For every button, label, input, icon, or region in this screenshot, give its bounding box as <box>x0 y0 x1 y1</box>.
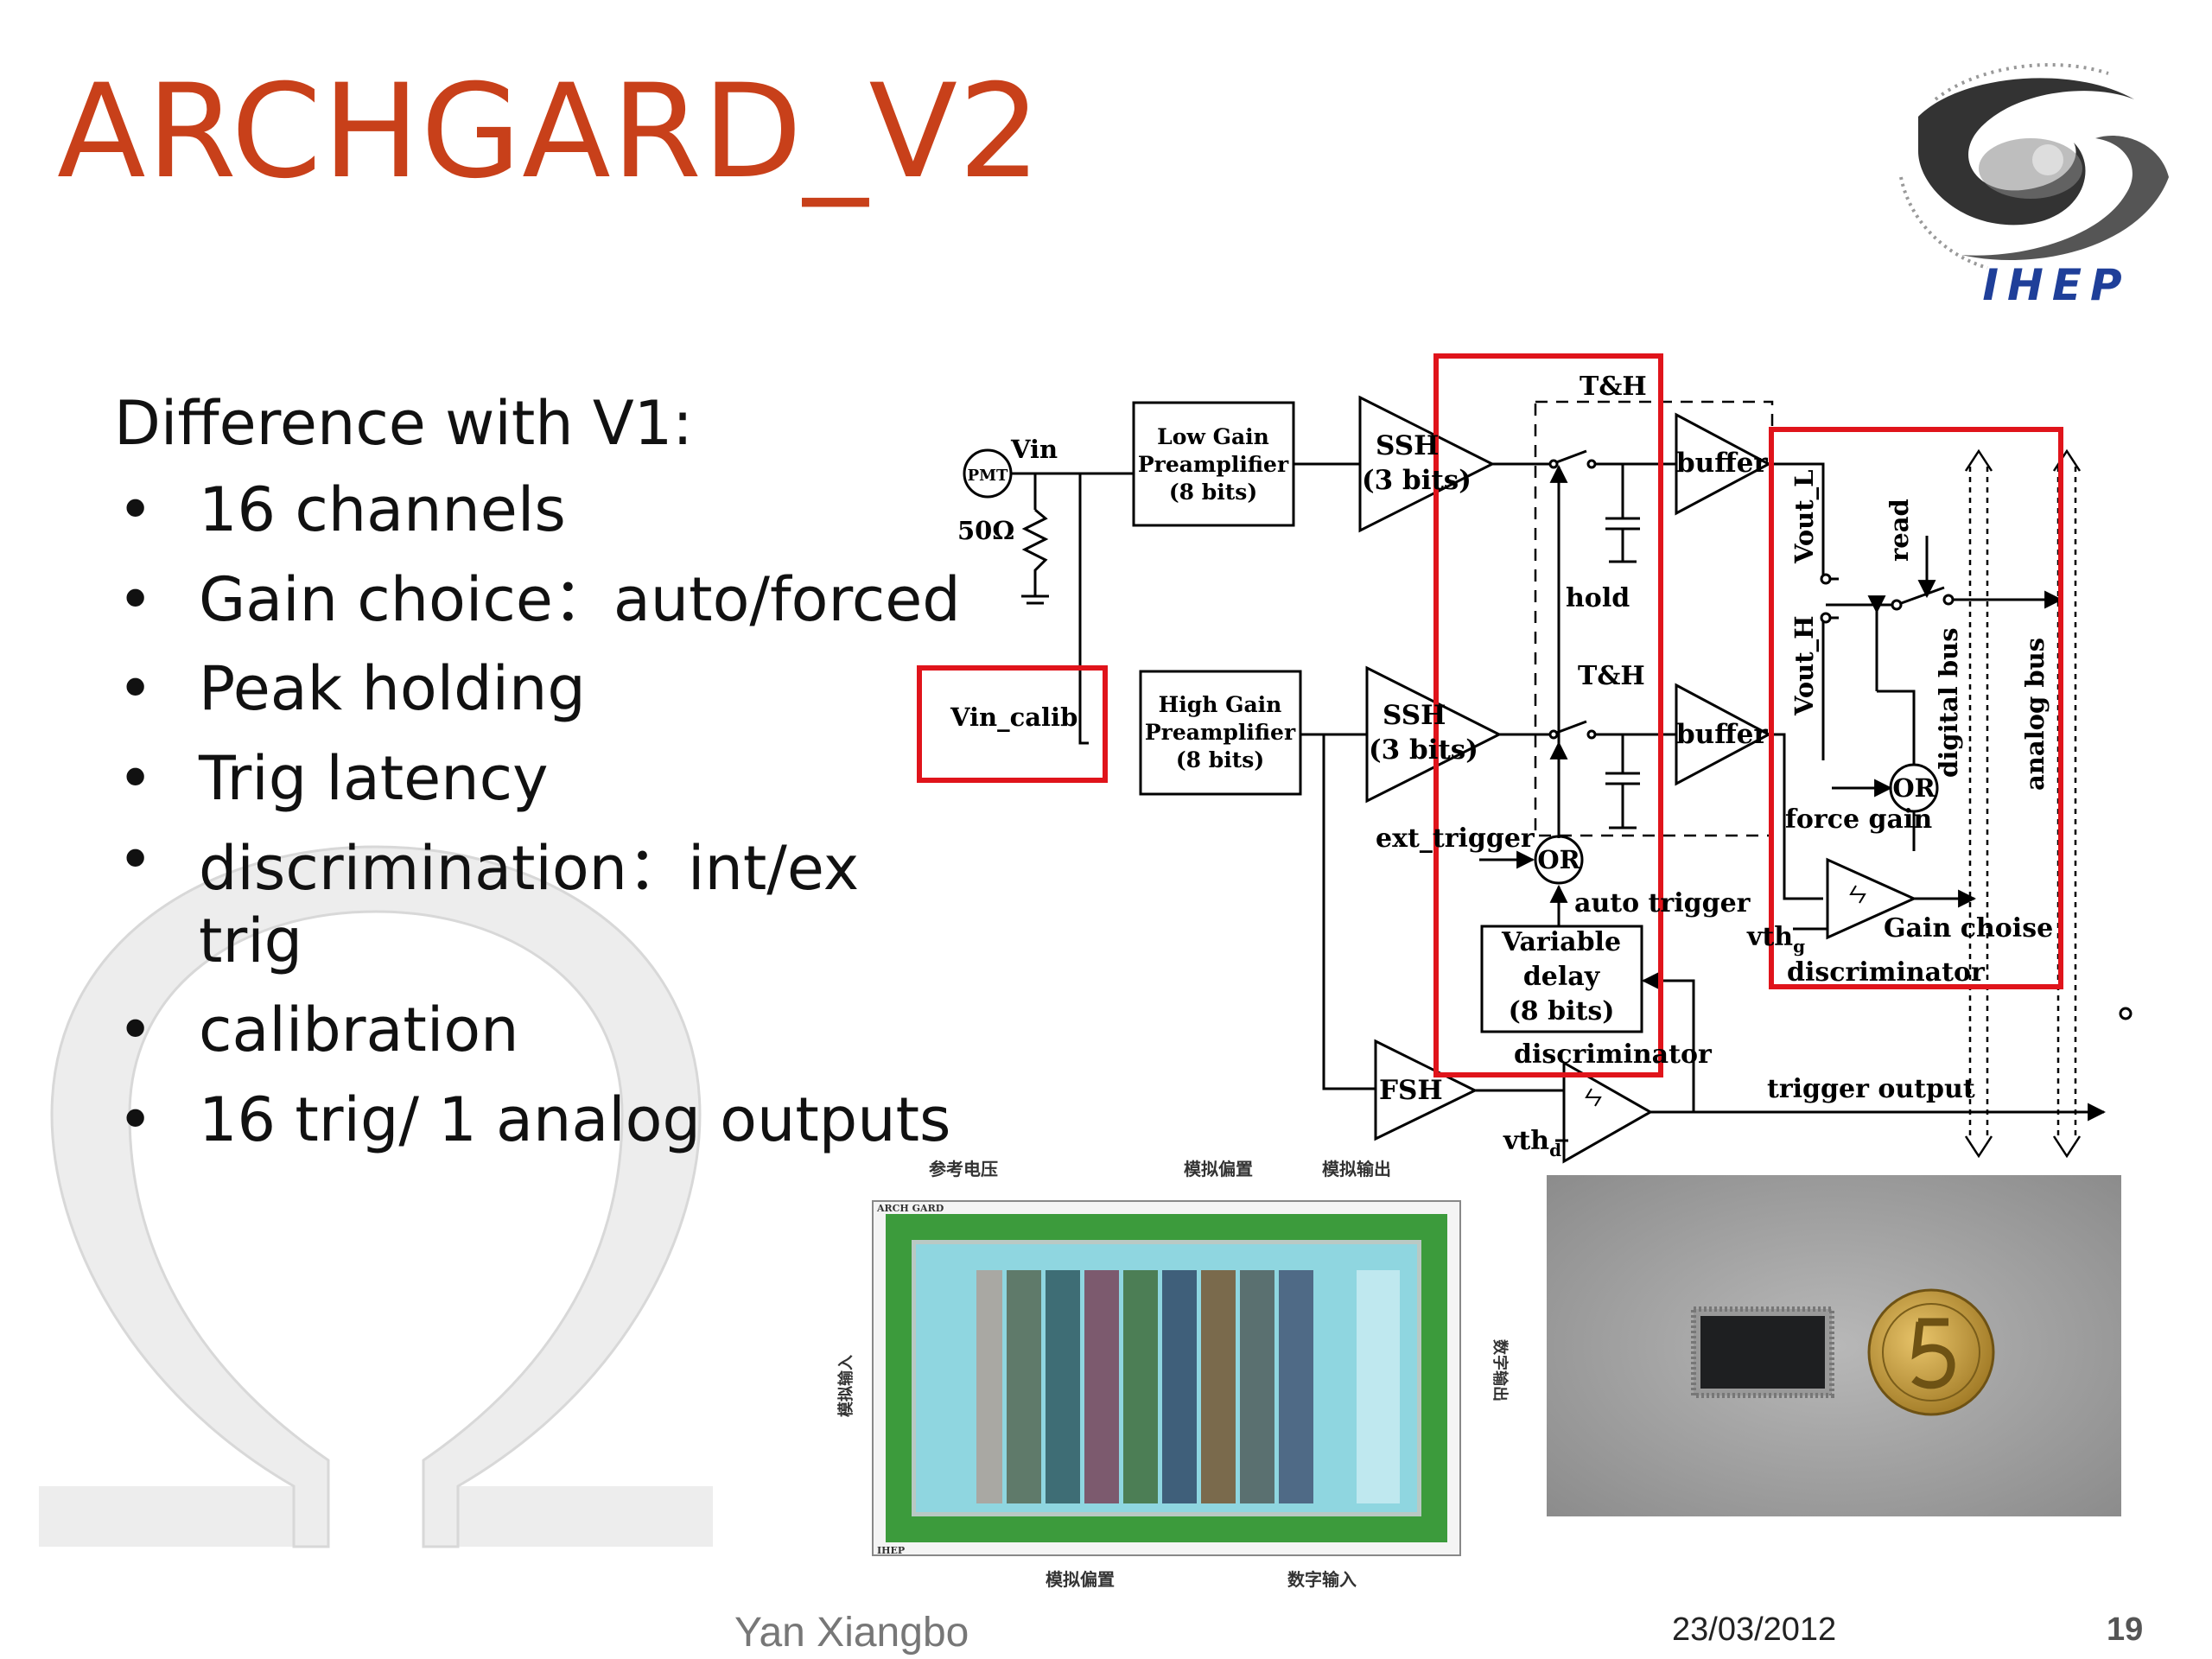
vthg-label: vthg <box>1746 922 1805 957</box>
buffer-bottom <box>1675 683 1772 786</box>
or-right-label: OR <box>1892 773 1936 803</box>
layout-bottom-label-1: 模拟偏置 <box>1046 1569 1115 1590</box>
digital-bus <box>1964 448 1993 1159</box>
bullet-heading: Difference with V1: <box>114 388 693 459</box>
discriminator-left <box>1562 1060 1654 1164</box>
ihep-logo-text: IHEP <box>1982 260 2130 310</box>
auto-trigger-label: auto trigger <box>1574 888 1751 918</box>
resistor-label: 50Ω <box>957 516 1014 545</box>
discriminator-right <box>1826 857 1917 940</box>
bullet-item: Trig latency <box>114 734 1013 824</box>
force-gain-label: force gain <box>1785 804 1932 835</box>
chip-photo <box>1547 1175 2121 1516</box>
layout-channels <box>976 1270 1400 1503</box>
bullet-item: Peak holding <box>114 645 1013 734</box>
variable-delay-label-3: (8 bits) <box>1509 996 1615 1027</box>
vthd-label: vthd <box>1503 1126 1561 1160</box>
ssh-top <box>1358 395 1496 533</box>
slide-title: ARCHGARD_V2 <box>57 57 1042 207</box>
vout-h-label: Vout_H <box>1789 615 1819 716</box>
or-gate-left <box>1534 835 1584 885</box>
layout-corner-bl: IHEP <box>877 1545 905 1556</box>
chip-package <box>1691 1306 1834 1398</box>
low-gain-label-1: Low Gain <box>1157 424 1269 449</box>
buffer-top <box>1675 412 1772 516</box>
bullet-item: 16 channels <box>114 466 1013 556</box>
layout-top-label-2: 模拟偏置 <box>1184 1159 1253 1179</box>
fsh-shaper <box>1374 1039 1478 1141</box>
layout-corner-tl: ARCH GARD <box>876 1203 944 1214</box>
fsh-label: FSH <box>1379 1075 1443 1106</box>
th-bottom-label: T&H <box>1578 661 1645 691</box>
th-dashed-box <box>1534 400 1774 837</box>
layout-pad-ring <box>886 1214 1447 1542</box>
bullet-item: discrimination：int/ex trig <box>114 823 890 986</box>
highlight-gain-choise <box>1769 427 2063 989</box>
variable-delay-label-1: Variable <box>1501 927 1621 957</box>
ihep-logo: IHEP <box>1899 63 2169 310</box>
bullet-list: Difference with V1: 16 channels Gain cho… <box>114 378 1013 1166</box>
ihep-logo-swirl <box>1899 63 2169 270</box>
vin-calib-label: Vin_calib <box>950 702 1077 732</box>
digital-bus-label: digital bus <box>1934 627 1963 778</box>
buffer-bottom-label: buffer <box>1676 719 1768 750</box>
high-gain-preamp <box>1139 670 1302 796</box>
coin <box>1867 1288 1995 1416</box>
resistor <box>1021 508 1049 596</box>
buffer-top-label: buffer <box>1676 448 1768 479</box>
ssh-bottom-label: SSH <box>1382 700 1446 731</box>
high-gain-label-2: Preamplifier <box>1145 720 1296 745</box>
trigger-output-label: trigger output <box>1767 1074 1975 1104</box>
ssh-bottom-bits: (3 bits) <box>1369 734 1478 766</box>
or-left-label: OR <box>1537 845 1580 874</box>
variable-delay-label-2: delay <box>1523 962 1601 992</box>
omega-watermark <box>39 845 713 1548</box>
high-gain-label-3: (8 bits) <box>1176 747 1264 772</box>
low-gain-label-2: Preamplifier <box>1138 452 1289 477</box>
block-diagram: PMT Vin 50Ω Vin_calib Low Gain Preamplif… <box>917 353 2133 1164</box>
analog-bus <box>2052 448 2082 1159</box>
read-label: read <box>1885 499 1914 562</box>
page-number: 19 <box>2107 1611 2144 1648</box>
th-top-label: T&H <box>1580 372 1647 402</box>
chip-layout-image: 参考电压 模拟偏置 模拟输出 模拟偏置 数字输入 模拟输入 数字输出 ARCH … <box>836 1159 1510 1590</box>
discriminator-right-label: discriminator <box>1787 957 1986 988</box>
layout-left-label: 模拟输入 <box>836 1355 855 1417</box>
bullet-item: Gain choice：auto/forced <box>114 556 1013 645</box>
layout-top-label-1: 参考电压 <box>929 1159 998 1179</box>
bullet-item: calibration <box>114 986 1013 1076</box>
layout-top-label-3: 模拟输出 <box>1322 1159 1391 1179</box>
ssh-bottom <box>1365 665 1503 804</box>
pmt-label: PMT <box>968 467 1008 485</box>
discriminator-left-label: discriminator <box>1514 1039 1713 1070</box>
footer-author: Yan Xiangbo <box>734 1610 969 1656</box>
ext-trigger-label: ext_trigger <box>1376 823 1535 854</box>
ssh-top-label: SSH <box>1376 430 1439 461</box>
gain-choise-label: Gain choise <box>1884 913 2053 944</box>
vout-l-label: Vout_L <box>1789 469 1819 564</box>
low-gain-label-3: (8 bits) <box>1169 480 1257 505</box>
layout-bottom-label-2: 数字输入 <box>1287 1569 1357 1590</box>
layout-right-label: 数字输出 <box>1491 1339 1510 1402</box>
footer-date: 23/03/2012 <box>1672 1611 1837 1648</box>
vin-label: Vin <box>1010 435 1058 464</box>
ssh-top-bits: (3 bits) <box>1362 465 1471 496</box>
high-gain-label-1: High Gain <box>1159 692 1282 717</box>
bullet-item: 16 trig/ 1 analog outputs <box>114 1076 1013 1166</box>
analog-bus-label: analog bus <box>2020 638 2050 791</box>
highlight-vin-calib <box>917 665 1108 783</box>
highlight-th-trigger <box>1433 353 1663 1077</box>
hold-label: hold <box>1566 583 1630 613</box>
